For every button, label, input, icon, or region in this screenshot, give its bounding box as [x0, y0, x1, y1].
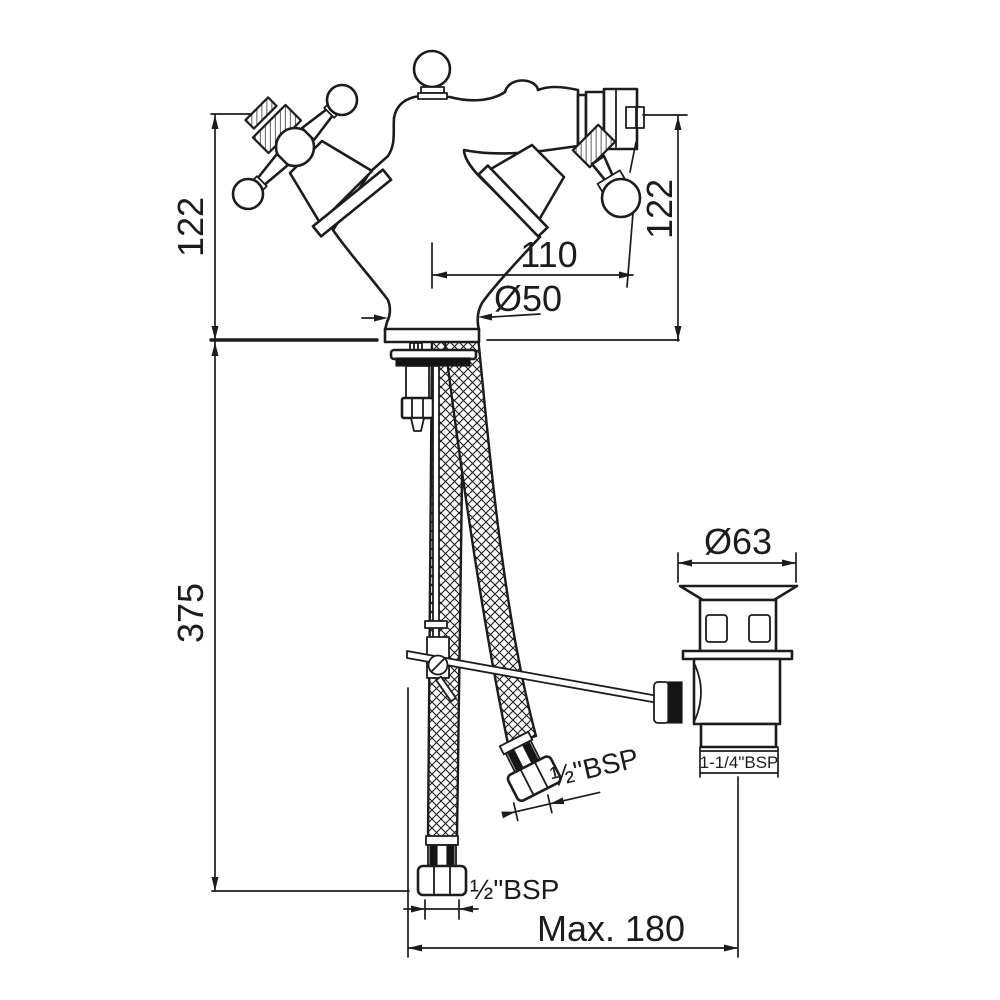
- waste-thread-label: 1-1/4"BSP: [700, 753, 779, 772]
- dim-hose-thread-lower-label: ½"BSP: [470, 874, 559, 905]
- hose-connector-straight: [416, 835, 468, 897]
- dim-below-deck-length: 375: [170, 340, 410, 892]
- dim-right-height-label: 122: [639, 179, 680, 239]
- waste-drawing: 1-1/4"BSP: [653, 584, 799, 778]
- dim-spout-reach-label: 110: [520, 234, 577, 275]
- dim-hose-thread-lower: ½"BSP: [403, 874, 559, 920]
- popup-knob: [412, 49, 452, 100]
- dim-left-height-label: 122: [170, 197, 211, 257]
- popup-rod: [406, 365, 659, 704]
- dim-base-diameter: Ø50: [361, 278, 562, 322]
- base-stack: [383, 327, 481, 432]
- dimensions: 122 375 122 110 Ø50: [170, 113, 797, 958]
- hose-angled: [442, 334, 538, 746]
- dim-hose-thread-upper-label: ½"BSP: [547, 742, 641, 792]
- waste-thread-label-box: 1-1/4"BSP: [699, 746, 779, 778]
- dim-max-reach: Max. 180: [407, 687, 739, 958]
- dim-waste-diameter: Ø63: [677, 521, 797, 583]
- dim-max-reach-label: Max. 180: [537, 908, 685, 949]
- hose-connector-angled: [498, 730, 562, 803]
- dim-spout-reach: 110: [431, 141, 637, 289]
- dim-base-diameter-label: Ø50: [494, 278, 562, 319]
- right-valve-handle: [477, 123, 642, 238]
- faucet-body: [331, 79, 580, 332]
- dim-right-height: 122: [639, 114, 688, 342]
- left-valve-handle: [231, 83, 393, 238]
- dim-waste-diameter-label: Ø63: [704, 521, 772, 562]
- dim-below-deck-length-label: 375: [170, 583, 211, 643]
- faucet-drawing: [231, 49, 659, 897]
- dim-left-height: 122: [170, 113, 253, 342]
